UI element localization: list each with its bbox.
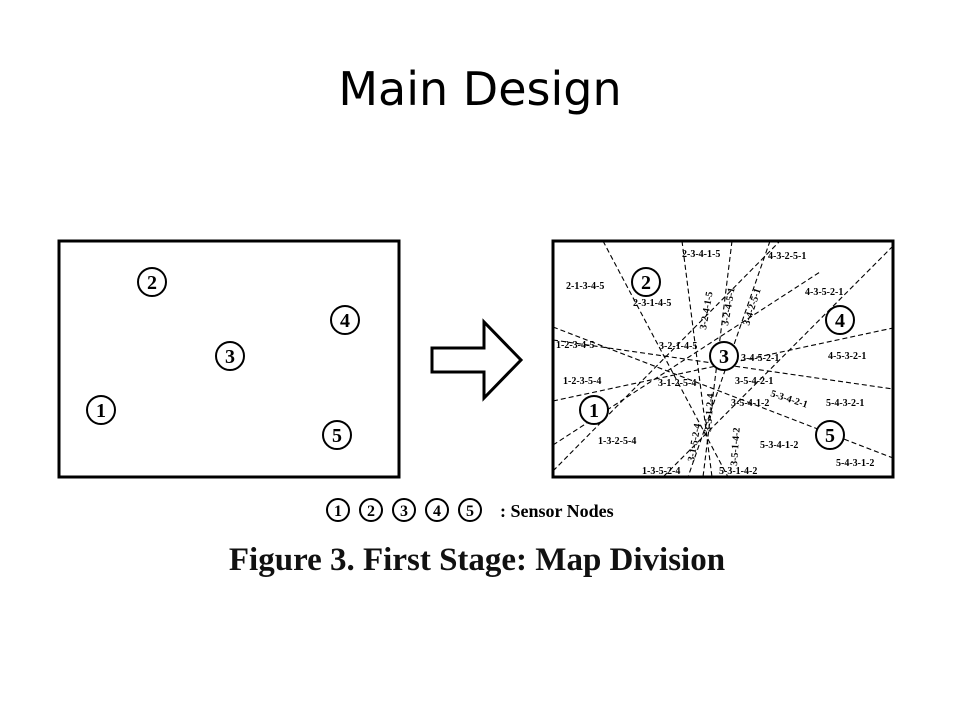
legend-node-3-circle: [392, 498, 416, 522]
region-label: 5-4-3-1-2: [836, 458, 874, 469]
left-node-3-circle: [215, 341, 245, 371]
legend-node-4: 4: [425, 498, 449, 522]
left-node-2: 2: [137, 267, 167, 297]
right-node-2: 2: [631, 267, 661, 297]
legend-node-3: 3: [392, 498, 416, 522]
region-label: 3-5-4-1-2: [731, 398, 769, 409]
left-node-1-label: 1: [96, 400, 106, 422]
region-label: 2-3-4-1-5: [682, 249, 720, 260]
bisector-line: [552, 240, 781, 472]
region-label: 1-2-3-4-5: [556, 340, 594, 351]
legend-node-5-circle: [458, 498, 482, 522]
left-node-3: 3: [215, 341, 245, 371]
region-label: 1-3-2-5-4: [598, 436, 636, 447]
right-node-4-label: 4: [835, 310, 845, 332]
right-node-4-circle: [825, 305, 855, 335]
right-node-4: 4: [825, 305, 855, 335]
figure-caption: Figure 3. First Stage: Map Division: [229, 542, 725, 578]
legend-node-4-label: 4: [433, 503, 441, 520]
region-label: 2-3-1-4-5: [633, 298, 671, 309]
right-node-5-circle: [815, 420, 845, 450]
right-node-1-label: 1: [589, 400, 599, 422]
right-node-2-label: 2: [641, 272, 651, 294]
bisector-line: [662, 245, 894, 478]
legend-node-2: 2: [359, 498, 383, 522]
left-node-5: 5: [322, 420, 352, 450]
region-label: 4-5-3-2-1: [828, 351, 866, 362]
left-node-1: 1: [86, 395, 116, 425]
left-node-5-label: 5: [332, 425, 342, 447]
legend-node-1: 1: [326, 498, 350, 522]
region-label: 1-3-5-2-4: [642, 466, 680, 477]
bisector-line: [602, 240, 729, 478]
region-label: 4-3-5-2-1: [805, 287, 843, 298]
right-node-5: 5: [815, 420, 845, 450]
legend-node-2-circle: [359, 498, 383, 522]
right-node-3-circle: [709, 341, 739, 371]
right-node-2-circle: [631, 267, 661, 297]
slide-title: Main Design: [338, 62, 622, 116]
region-label: 5-3-4-1-2: [760, 440, 798, 451]
transform-arrow: [430, 318, 524, 402]
region-label: 4-3-2-5-1: [768, 251, 806, 262]
left-node-4-label: 4: [340, 310, 350, 332]
legend-node-1-label: 1: [334, 503, 342, 520]
region-label: 5-3-1-4-2: [719, 466, 757, 477]
legend-node-5: 5: [458, 498, 482, 522]
left-node-4: 4: [330, 305, 360, 335]
right-node-3: 3: [709, 341, 739, 371]
bisector-line: [552, 327, 894, 402]
right-node-3-label: 3: [719, 346, 729, 368]
legend: 1 2 3 4 5 : Sensor Nodes: [326, 498, 614, 522]
left-node-3-label: 3: [225, 346, 235, 368]
left-node-4-circle: [330, 305, 360, 335]
legend-node-5-label: 5: [466, 503, 474, 520]
region-label: 3-1-2-5-4: [658, 378, 696, 389]
right-node-1: 1: [579, 395, 609, 425]
region-label: 3-2-1-4-5: [659, 341, 697, 352]
right-node-1-circle: [579, 395, 609, 425]
left-node-2-label: 2: [147, 272, 157, 294]
region-label: 3-5-1-4-2: [729, 427, 743, 466]
region-label: 3-4-5-2-1: [741, 353, 779, 364]
region-label: 3-5-1-2-4: [703, 393, 717, 432]
region-label: 2-1-3-4-5: [566, 281, 604, 292]
bisector-line: [552, 326, 894, 459]
bisector-line: [552, 271, 821, 446]
region-label: 1-2-3-5-4: [563, 376, 601, 387]
right-node-5-label: 5: [825, 425, 835, 447]
legend-node-3-label: 3: [400, 503, 408, 520]
legend-node-4-circle: [425, 498, 449, 522]
left-node-2-circle: [137, 267, 167, 297]
left-node-1-circle: [86, 395, 116, 425]
legend-node-2-label: 2: [367, 503, 375, 520]
legend-node-1-circle: [326, 498, 350, 522]
region-label: 5-4-3-2-1: [826, 398, 864, 409]
region-label: 3-5-4-2-1: [735, 376, 773, 387]
legend-label: : Sensor Nodes: [500, 501, 614, 521]
left-node-5-circle: [322, 420, 352, 450]
